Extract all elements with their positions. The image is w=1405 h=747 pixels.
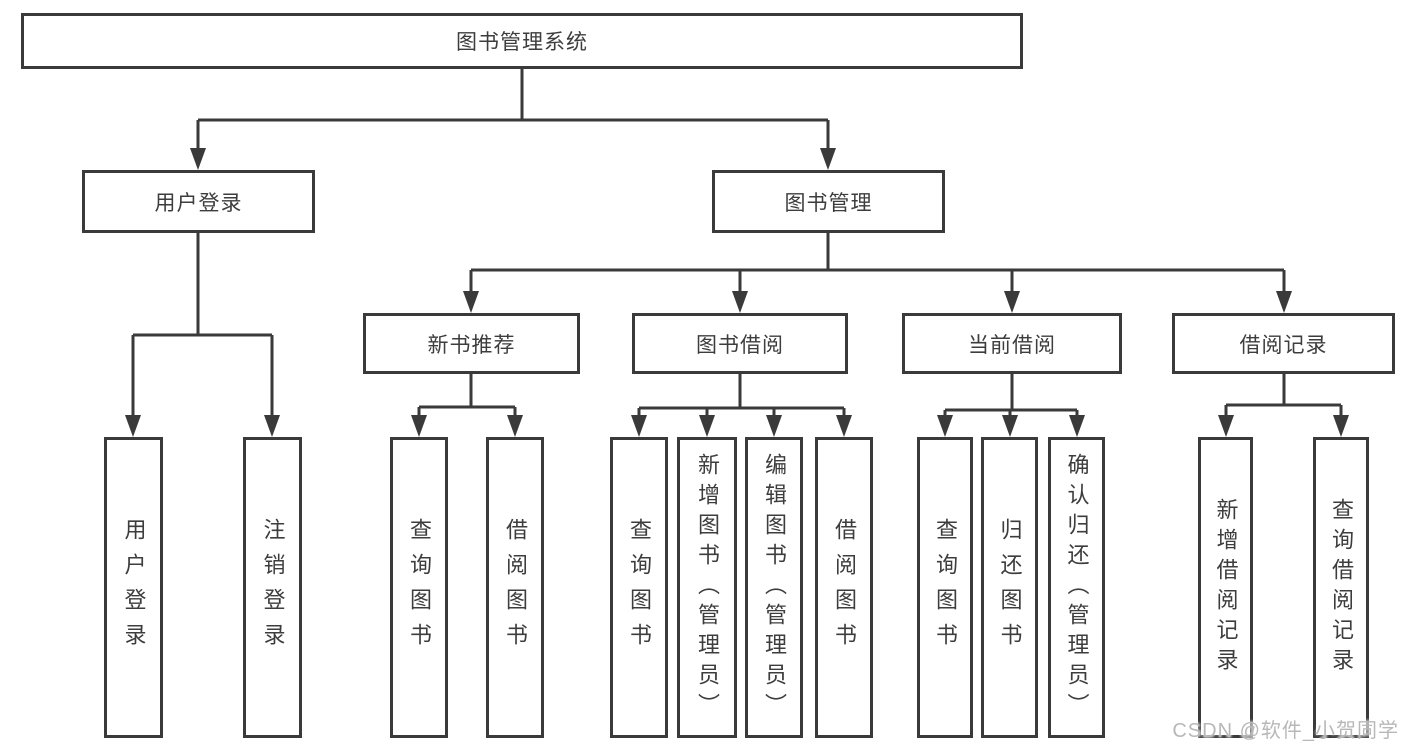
leaf-label: 查询图书	[407, 517, 432, 658]
leaf-return-book: 归还图书	[981, 437, 1038, 738]
node-current-borrowing: 当前借阅	[902, 313, 1122, 374]
csdn-watermark: CSDN @软件_小贺同学	[1172, 720, 1399, 742]
connector-userlogin-to-leaves	[125, 233, 280, 437]
leaf-logout: 注销登录	[243, 437, 302, 738]
node-label: 图书管理	[784, 191, 873, 215]
leaf-label: 编辑图书（管理员）	[762, 452, 787, 723]
leaf-borrow-book: 借阅图书	[815, 437, 873, 738]
connector-newbook-to-leaves	[411, 374, 523, 437]
connector-root-to-level2	[190, 69, 836, 170]
node-label: 图书管理系统	[456, 31, 588, 54]
leaf-label: 确认归还（管理员）	[1064, 452, 1090, 723]
leaf-query-books-newbook: 查询图书	[390, 437, 448, 738]
leaf-add-borrow-record: 新增借阅记录	[1198, 437, 1253, 738]
node-library-system: 图书管理系统	[21, 13, 1023, 69]
connector-records-to-leaves	[1218, 374, 1349, 437]
leaf-label: 查询图书	[627, 517, 652, 658]
leaf-query-borrow-record: 查询借阅记录	[1313, 437, 1369, 738]
leaf-query-books-borrow: 查询图书	[610, 437, 668, 738]
leaf-edit-book-admin: 编辑图书（管理员）	[745, 437, 803, 738]
leaf-label: 查询图书	[933, 517, 958, 658]
node-borrowing-records: 借阅记录	[1172, 313, 1395, 374]
leaf-label: 新增图书（管理员）	[695, 452, 720, 723]
leaf-borrow-book-newbook: 借阅图书	[486, 437, 544, 738]
node-label: 当前借阅	[968, 333, 1056, 357]
node-new-book-recommendation: 新书推荐	[363, 313, 580, 374]
leaf-query-books-current: 查询图书	[917, 437, 973, 738]
node-book-management: 图书管理	[712, 170, 945, 233]
leaf-label: 借阅图书	[503, 517, 528, 658]
leaf-user-login: 用户登录	[104, 437, 163, 738]
node-label: 图书借阅	[696, 333, 784, 357]
leaf-label: 注销登录	[260, 517, 286, 658]
leaf-label: 借阅图书	[832, 517, 857, 658]
node-book-borrowing: 图书借阅	[632, 313, 848, 374]
leaf-confirm-return-admin: 确认归还（管理员）	[1048, 437, 1105, 738]
node-label: 用户登录	[154, 191, 243, 215]
leaf-label: 用户登录	[121, 517, 147, 658]
connector-current-to-leaves	[937, 374, 1085, 437]
node-user-login: 用户登录	[82, 170, 315, 233]
connector-bookmgmt-to-level3	[463, 233, 1292, 313]
connector-borrowmod-to-leaves	[631, 374, 852, 437]
leaf-label: 归还图书	[997, 517, 1023, 658]
leaf-label: 新增借阅记录	[1213, 497, 1239, 678]
leaf-add-book-admin: 新增图书（管理员）	[677, 437, 737, 738]
node-label: 借阅记录	[1239, 333, 1328, 357]
node-label: 新书推荐	[427, 333, 516, 357]
leaf-label: 查询借阅记录	[1329, 497, 1354, 678]
